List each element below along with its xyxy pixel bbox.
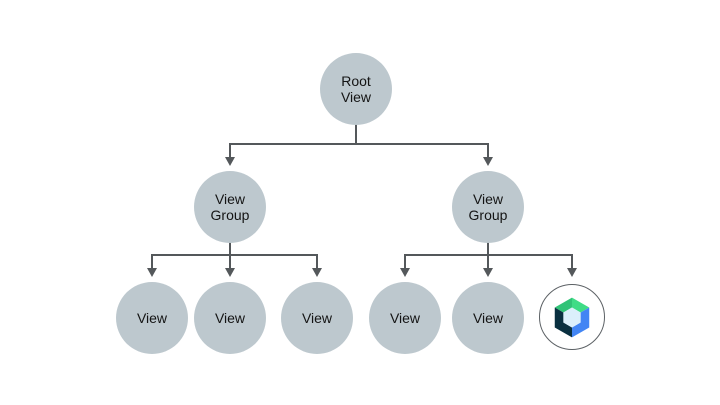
node-view-4: View — [369, 282, 441, 354]
node-view-5: View — [452, 282, 524, 354]
node-label-line: Group — [468, 207, 508, 223]
arrowhead-view-1 — [147, 268, 157, 277]
node-view-3: View — [281, 282, 353, 354]
arrowhead-view-2 — [225, 268, 235, 277]
node-label-line: View — [340, 89, 372, 105]
connector-right-group-to-views — [404, 242, 573, 270]
logo-face-green-left — [554, 297, 572, 313]
arrowhead-right-group — [483, 157, 493, 166]
logo-center-hexagon — [563, 307, 581, 327]
node-label-line: View — [214, 191, 246, 207]
arrowhead-view-5 — [483, 268, 493, 277]
arrowhead-view-4 — [400, 268, 410, 277]
node-view-group-left: View Group — [194, 171, 266, 243]
connector-root-to-groups — [229, 124, 489, 159]
node-label-line: Root — [341, 73, 371, 89]
connector-left-group-to-views — [151, 242, 318, 270]
node-root-view: Root View — [320, 53, 392, 125]
arrowhead-view-3 — [312, 268, 322, 277]
node-view-1: View — [116, 282, 188, 354]
node-label-line: View — [472, 191, 504, 207]
node-label-line: View — [214, 310, 246, 326]
logo-face-green-right — [572, 297, 590, 313]
node-compose-leaf — [539, 284, 605, 350]
node-label-line: View — [136, 310, 168, 326]
node-label-line: View — [472, 310, 504, 326]
node-label-line: Group — [210, 207, 250, 223]
node-view-group-right: View Group — [452, 171, 524, 243]
arrowhead-compose — [567, 268, 577, 277]
arrowheads — [147, 157, 577, 277]
node-view-2: View — [194, 282, 266, 354]
jetpack-compose-logo-icon — [554, 297, 590, 337]
node-label-line: View — [301, 310, 333, 326]
node-label-line: View — [389, 310, 421, 326]
arrowhead-left-group — [225, 157, 235, 166]
connector-strokes — [151, 124, 573, 270]
